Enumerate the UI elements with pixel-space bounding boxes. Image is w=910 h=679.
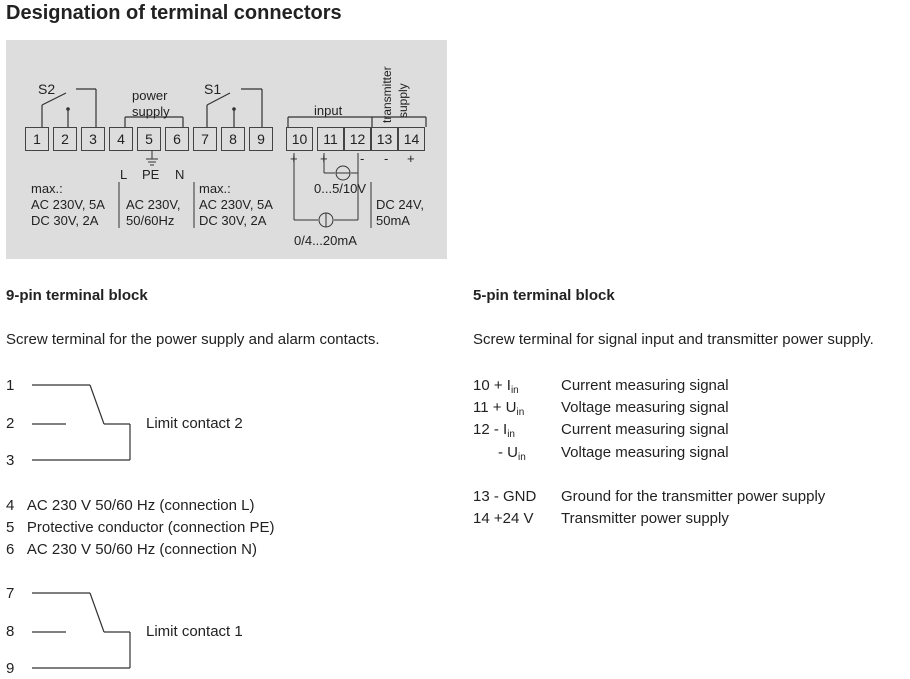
current-range: 0/4...20mA bbox=[294, 233, 357, 248]
plus-10: + bbox=[290, 151, 298, 166]
pin-2: 2 bbox=[6, 415, 15, 432]
five-pin-description: Screw terminal for signal input and tran… bbox=[473, 331, 874, 348]
l-label: L bbox=[120, 167, 128, 182]
pin-6-num: 6 bbox=[6, 541, 15, 558]
minus-12: - bbox=[360, 151, 365, 166]
dc-24v: DC 24V, bbox=[376, 197, 424, 212]
mid-ac: AC 230V, bbox=[126, 197, 181, 212]
page-title: Designation of terminal connectors bbox=[6, 2, 342, 24]
pin-8: 8 bbox=[6, 623, 15, 640]
input-label: input bbox=[314, 103, 343, 118]
terminal-diagram: S2 S1 power supply input transmitter sup… bbox=[6, 40, 447, 259]
five-pin-row: 13 - GND bbox=[473, 488, 536, 505]
voltage-range: 0...5/10V bbox=[314, 181, 367, 196]
right-ac: AC 230V, 5A bbox=[199, 197, 273, 212]
transmitter-label-2: supply bbox=[396, 83, 410, 118]
s1-label: S1 bbox=[204, 81, 222, 97]
five-pin-row-text: Voltage measuring signal bbox=[561, 399, 729, 416]
pin-5-row: 5 Protective conductor (connection PE) bbox=[6, 519, 274, 536]
s2-label: S2 bbox=[38, 81, 56, 97]
row-code: 13 - GND bbox=[473, 488, 537, 505]
five-pin-row: 14 +24 V bbox=[473, 510, 533, 527]
pin-4-text: AC 230 V 50/60 Hz (connection L) bbox=[26, 497, 255, 514]
five-pin-row-text: Current measuring signal bbox=[561, 421, 729, 438]
diagram-lines bbox=[41, 88, 427, 228]
five-pin-row-text: Transmitter power supply bbox=[561, 510, 729, 527]
plus-14: + bbox=[407, 151, 415, 166]
terminal-3: 3 bbox=[81, 127, 105, 151]
five-pin-row-text: Voltage measuring signal bbox=[561, 444, 729, 461]
five-pin-row-text: Ground for the transmitter power supply bbox=[561, 488, 826, 505]
nine-pin-heading: 9-pin terminal block bbox=[6, 287, 148, 304]
terminal-13: 13 bbox=[371, 127, 398, 151]
terminal-8: 8 bbox=[221, 127, 245, 151]
limit-contact-1-label: Limit contact 1 bbox=[146, 623, 243, 640]
left-max: max.: bbox=[31, 181, 63, 196]
terminal-10: 10 bbox=[286, 127, 313, 151]
five-pin-row: - Uin bbox=[498, 444, 526, 463]
power-supply-label-1: power bbox=[132, 88, 168, 103]
right-dc: DC 30V, 2A bbox=[199, 213, 267, 228]
mid-freq: 50/60Hz bbox=[126, 213, 175, 228]
plus-11: + bbox=[320, 151, 328, 166]
row-code: 14 +24 V bbox=[473, 510, 534, 527]
pin-4-row: 4 AC 230 V 50/60 Hz (connection L) bbox=[6, 497, 255, 514]
terminal-4: 4 bbox=[109, 127, 133, 151]
terminal-9: 9 bbox=[249, 127, 273, 151]
power-supply-label-2: supply bbox=[132, 104, 170, 119]
minus-13: - bbox=[384, 151, 389, 166]
terminal-5: 5 bbox=[137, 127, 161, 151]
row-sub: in bbox=[516, 407, 525, 418]
pin-3: 3 bbox=[6, 452, 15, 469]
five-pin-row: 12 - Iin bbox=[473, 421, 515, 440]
terminal-12: 12 bbox=[344, 127, 371, 151]
left-ac: AC 230V, 5A bbox=[31, 197, 105, 212]
pe-label: PE bbox=[142, 167, 160, 182]
row-code: 10 + I bbox=[473, 377, 511, 394]
pin-6-row: 6 AC 230 V 50/60 Hz (connection N) bbox=[6, 541, 257, 558]
row-code: - U bbox=[498, 444, 518, 461]
row-sub: in bbox=[510, 385, 519, 396]
five-pin-heading: 5-pin terminal block bbox=[473, 287, 615, 304]
terminal-2: 2 bbox=[53, 127, 77, 151]
five-pin-row-text: Current measuring signal bbox=[561, 377, 729, 394]
limit-contact-2-label: Limit contact 2 bbox=[146, 415, 243, 432]
n-label: N bbox=[175, 167, 185, 182]
five-pin-row: 11 + Uin bbox=[473, 399, 524, 418]
row-code: 11 + U bbox=[473, 399, 517, 416]
terminal-7: 7 bbox=[193, 127, 217, 151]
terminal-6: 6 bbox=[165, 127, 189, 151]
pin-4-num: 4 bbox=[6, 497, 15, 514]
pin-5-num: 5 bbox=[6, 519, 15, 536]
row-code: 12 - I bbox=[473, 421, 508, 438]
pin-1: 1 bbox=[6, 377, 15, 394]
pin-7: 7 bbox=[6, 585, 15, 602]
terminal-1: 1 bbox=[25, 127, 49, 151]
right-max: max.: bbox=[199, 181, 231, 196]
nine-pin-description: Screw terminal for the power supply and … bbox=[6, 331, 380, 348]
pin-5-text: Protective conductor (connection PE) bbox=[26, 519, 275, 536]
terminal-11: 11 bbox=[317, 127, 344, 151]
transmitter-label-1: transmitter bbox=[380, 66, 394, 123]
dc-50ma: 50mA bbox=[376, 213, 410, 228]
pin-6-text: AC 230 V 50/60 Hz (connection N) bbox=[26, 541, 257, 558]
row-sub: in bbox=[507, 429, 515, 440]
left-dc: DC 30V, 2A bbox=[31, 213, 99, 228]
terminal-14: 14 bbox=[398, 127, 425, 151]
five-pin-row: 10 + Iin bbox=[473, 377, 519, 396]
row-sub: in bbox=[518, 452, 526, 463]
pin-9: 9 bbox=[6, 660, 15, 677]
